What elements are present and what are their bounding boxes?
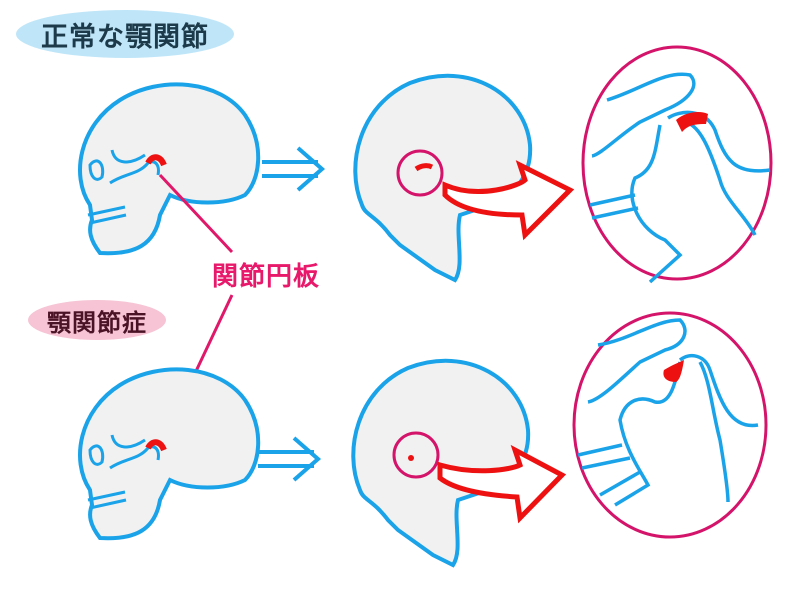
big-arrow-icon-bottom — [437, 444, 567, 524]
big-arrow-icon-top — [442, 160, 575, 241]
zoom-ring-top — [396, 149, 444, 197]
normal-open-skull — [353, 73, 533, 283]
normal-closed-skull — [80, 84, 258, 253]
zoom-ring-bottom — [392, 431, 440, 479]
normal-joint-zoom — [581, 45, 773, 284]
double-arrow-icon-bottom — [258, 436, 322, 482]
normal-jaw-joint-label: 正常な顎関節 — [16, 10, 234, 58]
disorder-closed-skull — [80, 369, 258, 538]
disc-leader-line-top — [158, 173, 234, 254]
disorder-joint-zoom — [572, 311, 768, 539]
articular-disc-label: 関節円板 — [212, 262, 321, 292]
double-arrow-icon-top — [262, 146, 326, 192]
tmj-disorder-label: 顎関節症 — [28, 300, 166, 340]
